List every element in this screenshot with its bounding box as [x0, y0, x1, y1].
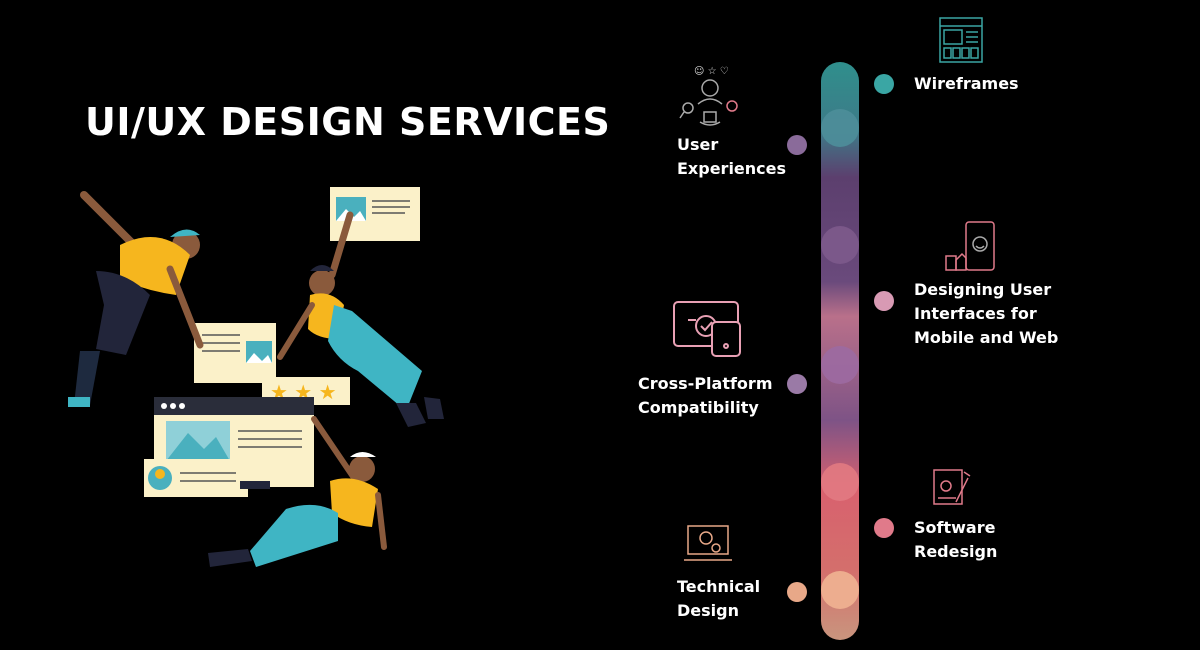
service-label-mobile-web: Designing User Interfaces for Mobile and…	[914, 278, 1058, 350]
service-dot-wireframes	[874, 74, 894, 94]
service-label-software-redesign: Software Redesign	[914, 516, 997, 564]
profile-card	[144, 459, 248, 497]
label-line: Technical	[677, 577, 761, 596]
timeline-joint	[821, 346, 859, 384]
service-dot-cross-platform	[787, 374, 807, 394]
service-dot-mobile-web	[874, 291, 894, 311]
technical-design-icon	[684, 525, 732, 561]
designer-figure-middle	[277, 211, 444, 427]
label-line: Mobile and Web	[914, 328, 1059, 347]
service-label-cross-platform: Cross-Platform Compatibility	[638, 372, 772, 420]
timeline-joint	[821, 463, 859, 501]
label-line: Design	[677, 601, 739, 620]
cross-platform-icon	[673, 301, 741, 357]
label-line: Interfaces for	[914, 304, 1037, 323]
designer-figure-bottom	[208, 416, 387, 567]
timeline-joint	[821, 226, 859, 264]
wireframe-icon	[939, 17, 983, 63]
service-label-technical-design: Technical Design	[677, 575, 760, 623]
mobile-ui-icon	[945, 221, 995, 271]
designers-illustration: ★ ★ ★	[68, 187, 444, 567]
label-line: Cross-Platform	[638, 374, 773, 393]
label-line: Designing User	[914, 280, 1052, 299]
user-experience-icon: ☺ ☆ ♡	[679, 66, 738, 126]
designer-figure-left	[68, 191, 204, 407]
service-label-wireframes: Wireframes	[914, 72, 1019, 96]
service-label-user-experiences: User Experiences	[677, 133, 786, 181]
svg-text:☺ ☆ ♡: ☺ ☆ ♡	[694, 66, 729, 77]
label-line: Software	[914, 518, 996, 537]
label-line: Compatibility	[638, 398, 759, 417]
service-dot-technical-design	[787, 582, 807, 602]
software-redesign-icon	[933, 469, 971, 505]
service-dot-user-experiences	[787, 135, 807, 155]
service-dot-software-redesign	[874, 518, 894, 538]
label-line: Wireframes	[914, 74, 1019, 93]
page-title: UI/UX DESIGN SERVICES	[85, 100, 611, 144]
label-line: Experiences	[677, 159, 787, 178]
label-line: Redesign	[914, 542, 998, 561]
browser-card	[154, 397, 314, 487]
timeline-joint	[821, 109, 859, 147]
label-line: User	[677, 135, 719, 154]
timeline-joint	[821, 571, 859, 609]
image-card-middle	[194, 323, 276, 383]
